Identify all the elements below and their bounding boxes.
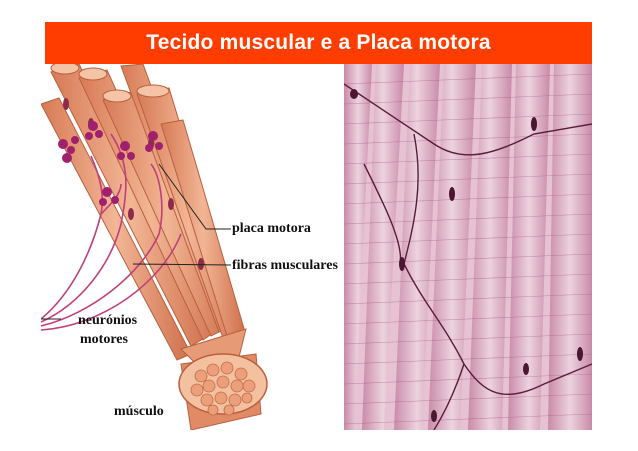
muscle-diagram — [41, 64, 351, 430]
slide-title: Tecido muscular e a Placa motora — [45, 22, 592, 64]
label-placa-motora: placa motora — [232, 221, 311, 237]
label-fibras-musculares: fibras musculares — [232, 258, 338, 274]
label-musculo: músculo — [114, 404, 164, 420]
label-neuronios: neurónios — [78, 313, 137, 329]
micrograph-image — [344, 64, 592, 430]
label-motores: motores — [80, 332, 128, 348]
muscle-cross-section — [179, 354, 267, 430]
